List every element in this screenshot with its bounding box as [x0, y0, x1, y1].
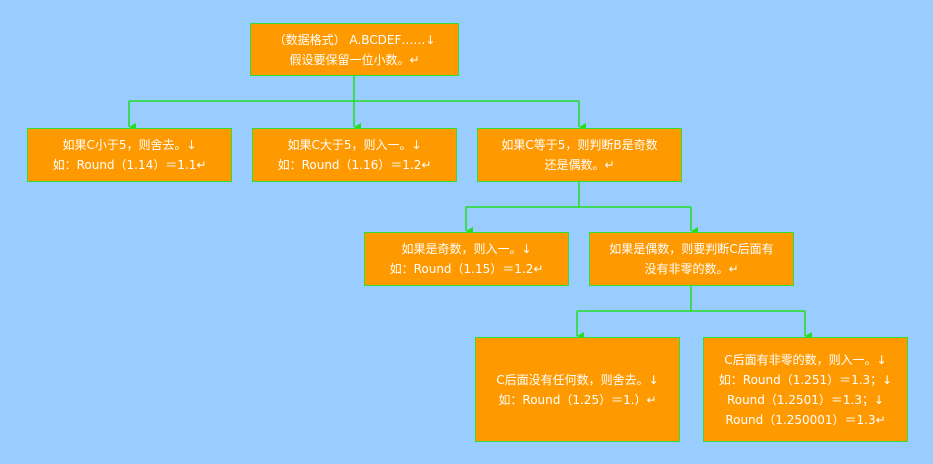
- node-text-line: 没有非零的数。↵: [644, 262, 739, 276]
- node-c-equal-5: 如果C等于5，则判断B是奇数 还是偶数。↵: [477, 128, 682, 182]
- node-text-line: 如果C小于5，则舍去。↓: [62, 138, 197, 152]
- node-b-even: 如果是偶数，则要判断C后面有 没有非零的数。↵: [589, 232, 794, 286]
- node-text-line: Round（1.2501）＝1.3；↓: [726, 392, 885, 407]
- node-text-line: 如：Round（1.15）＝1.2↵: [389, 262, 544, 276]
- node-c-less-than-5: 如果C小于5，则舍去。↓ 如：Round（1.14）＝1.1↵: [27, 128, 232, 182]
- node-text-line: 假设要保留一位小数。↵: [289, 52, 420, 67]
- node-text-line: 如：Round（1.251）＝1.3；↓: [718, 372, 893, 387]
- node-text-line: 如果是奇数，则入一。↓: [401, 242, 532, 256]
- node-text-line: 如：Round（1.25）＝1.）↵: [498, 392, 657, 407]
- node-text-line: C后面没有任何数，则舍去。↓: [496, 372, 659, 387]
- node-data-format: （数据格式） A.BCDEF……↓ 假设要保留一位小数。↵: [250, 23, 459, 76]
- node-text-line: 如果C等于5，则判断B是奇数: [501, 138, 658, 152]
- node-c-greater-than-5: 如果C大于5，则入一。↓ 如：Round（1.16）＝1.2↵: [252, 128, 457, 182]
- node-text-line: 还是偶数。↵: [544, 158, 615, 172]
- node-text-line: 如果C大于5，则入一。↓: [287, 138, 422, 152]
- node-no-nonzero-after-c: C后面没有任何数，则舍去。↓ 如：Round（1.25）＝1.）↵: [475, 337, 680, 442]
- node-text-line: 如：Round（1.16）＝1.2↵: [277, 158, 432, 172]
- node-b-odd: 如果是奇数，则入一。↓ 如：Round（1.15）＝1.2↵: [364, 232, 569, 286]
- node-text-line: 如果是偶数，则要判断C后面有: [609, 242, 774, 256]
- node-has-nonzero-after-c: C后面有非零的数，则入一。↓ 如：Round（1.251）＝1.3；↓ Roun…: [703, 337, 908, 442]
- node-text-line: （数据格式） A.BCDEF……↓: [273, 32, 436, 47]
- node-text-line: C后面有非零的数，则入一。↓: [724, 352, 887, 367]
- node-text-line: Round（1.250001）＝1.3↵: [725, 412, 886, 427]
- node-text-line: 如：Round（1.14）＝1.1↵: [52, 158, 207, 172]
